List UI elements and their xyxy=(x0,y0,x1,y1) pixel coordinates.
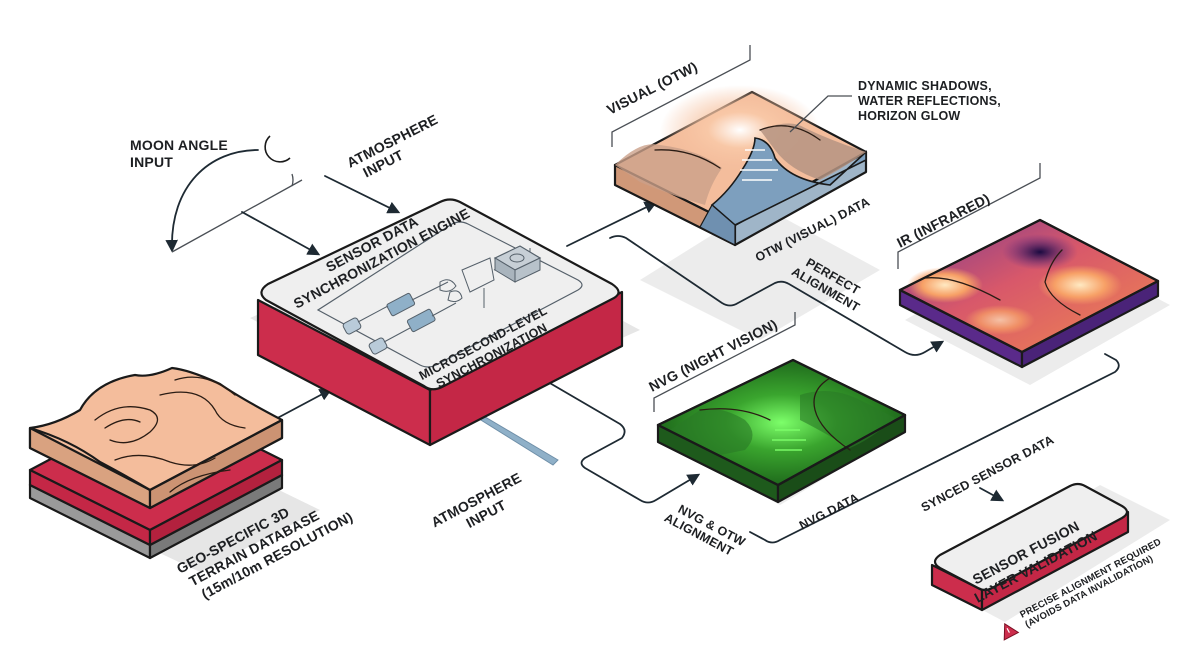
processor-chip-icon xyxy=(493,245,542,283)
moon-angle-line2: INPUT xyxy=(130,154,173,170)
atmosphere-top-label: ATMOSPHERE INPUT xyxy=(344,109,451,185)
moon-angle-line1: MOON ANGLE xyxy=(130,137,228,153)
nvg-tile xyxy=(656,358,907,504)
moon-angle-baseline xyxy=(171,179,303,253)
engine-to-nvg-wire xyxy=(547,381,701,504)
svg-text:IR (INFRARED): IR (INFRARED) xyxy=(894,190,992,251)
visual-callout: DYNAMIC SHADOWS, WATER REFLECTIONS, HORI… xyxy=(858,79,1005,123)
nvg-otw-alignment-label: NVG & OTW ALIGNMENT xyxy=(662,498,751,563)
svg-text:NVG & OTW ALIGNMENT: NVG & OTW ALIGNMENT xyxy=(662,498,751,563)
svg-text:SYNCED SENSOR DATA: SYNCED SENSOR DATA xyxy=(919,433,1057,515)
atmosphere-to-engine-wire xyxy=(324,175,401,214)
visual-callout-line1: DYNAMIC SHADOWS, xyxy=(858,79,992,93)
synced-to-fusion-arrow xyxy=(979,487,1005,502)
visual-otw-tile xyxy=(613,85,868,247)
nvg-data-label: NVG DATA xyxy=(797,491,861,533)
synced-sensor-data-label: SYNCED SENSOR DATA xyxy=(919,433,1057,515)
header-brackets xyxy=(611,45,1041,412)
visual-callout-line3: HORIZON GLOW xyxy=(858,109,960,123)
ir-header-bracket xyxy=(897,163,1041,269)
nvg-header-bracket xyxy=(653,312,796,412)
sensor-fusion-block xyxy=(930,482,1130,612)
water-reflection-lines xyxy=(740,149,778,181)
infrared-tile xyxy=(898,218,1160,369)
moon-angle-tick xyxy=(291,173,294,187)
svg-text:NVG DATA: NVG DATA xyxy=(797,491,861,533)
terrain-database-stack xyxy=(28,366,284,560)
svg-text:ATMOSPHERE INPUT: ATMOSPHERE INPUT xyxy=(428,467,535,545)
synced-data-wire xyxy=(749,353,1120,544)
ir-header: IR (INFRARED) xyxy=(894,190,992,251)
visual-callout-line2: WATER REFLECTIONS, xyxy=(858,94,1001,108)
warning-triangle-icon xyxy=(1003,622,1020,641)
visual-callout-leader xyxy=(789,95,852,133)
engine-to-otw-wire xyxy=(566,201,658,247)
atmosphere-bottom-label: ATMOSPHERE INPUT xyxy=(428,467,535,545)
moon-icon xyxy=(264,135,291,163)
moon-angle-arc xyxy=(165,149,259,253)
moon-to-engine-wire xyxy=(241,211,321,256)
svg-text:ATMOSPHERE INPUT: ATMOSPHERE INPUT xyxy=(344,109,451,185)
sync-engine-block xyxy=(256,198,624,447)
engine-to-ir-wire xyxy=(609,235,945,356)
moon-angle-label: MOON ANGLE INPUT xyxy=(130,137,232,170)
nvg-reflection-lines xyxy=(772,429,806,451)
visual-header-bracket xyxy=(611,45,751,147)
